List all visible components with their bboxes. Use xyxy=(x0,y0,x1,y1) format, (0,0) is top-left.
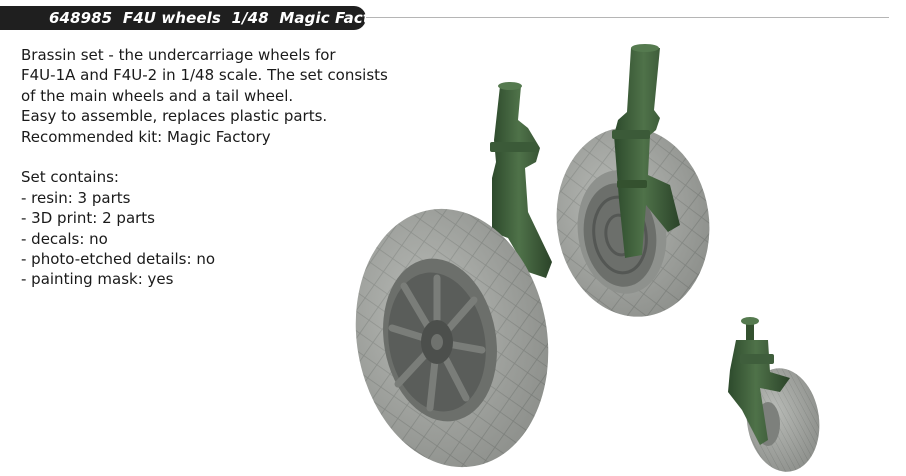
contents-item: - decals: no xyxy=(21,229,108,248)
main-wheel-front xyxy=(355,208,549,468)
main-strut-front xyxy=(490,82,552,278)
description-line: of the main wheels and a tail wheel. xyxy=(21,86,294,105)
title-bar xyxy=(0,6,366,30)
description-line: Easy to assemble, replaces plastic parts… xyxy=(21,107,328,126)
contents-item: - painting mask: yes xyxy=(21,270,174,289)
main-strut-rear xyxy=(612,44,680,258)
tail-wheel-strut xyxy=(728,317,790,445)
contents-heading: Set contains: xyxy=(21,168,119,187)
description-line: F4U-1A and F4U-2 in 1/48 scale. The set … xyxy=(21,66,388,85)
description-line: Recommended kit: Magic Factory xyxy=(21,127,271,146)
page-title: 648985 F4U wheels 1/48 Magic Factory xyxy=(49,9,398,27)
contents-item: - 3D print: 2 parts xyxy=(21,209,155,228)
contents-item: - resin: 3 parts xyxy=(21,188,131,207)
title-divider xyxy=(366,17,889,18)
contents-item: - photo-etched details: no xyxy=(21,250,215,269)
product-description: Brassin set - the undercarriage wheels f… xyxy=(21,45,411,290)
description-line: Brassin set - the undercarriage wheels f… xyxy=(21,46,336,64)
tail-wheel xyxy=(746,368,820,472)
